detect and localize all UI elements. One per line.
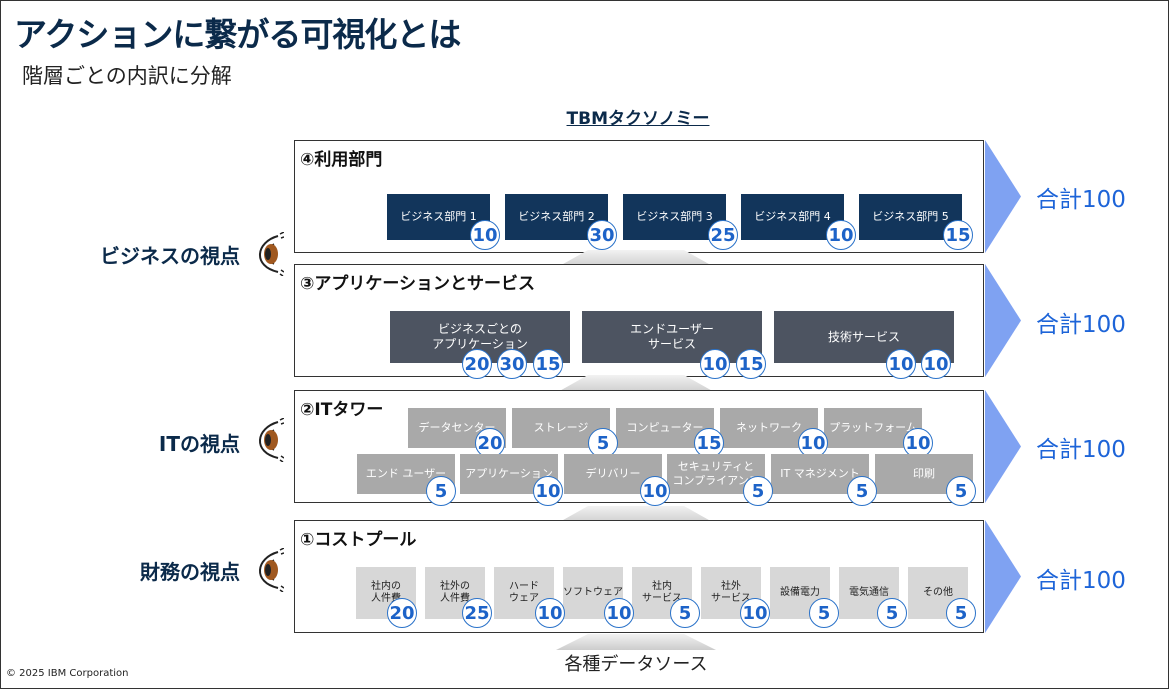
- flow-chevron: [556, 250, 716, 268]
- value-badge: 20: [462, 349, 492, 379]
- layer-label: ①コストプール: [300, 530, 417, 550]
- value-badge: 15: [943, 220, 973, 250]
- value-badge: 15: [533, 349, 563, 379]
- eye-icon: [259, 418, 284, 462]
- data-source-label: 各種データソース: [564, 654, 708, 675]
- value-badge: 25: [462, 598, 492, 628]
- flow-chevron: [556, 375, 716, 393]
- layer-label: ②ITタワー: [300, 400, 384, 420]
- layer-total: 合計100: [1036, 187, 1126, 213]
- value-badge: 5: [588, 428, 618, 458]
- value-badge: 10: [604, 598, 634, 628]
- slide-title: アクションに繋がる可視化とは: [14, 15, 461, 54]
- layer-total: 合計100: [1036, 568, 1126, 594]
- it-tower-box: セキュリティと コンプライアンス: [667, 454, 765, 494]
- value-badge: 5: [743, 476, 773, 506]
- value-badge: 30: [497, 349, 527, 379]
- value-badge: 10: [886, 349, 916, 379]
- viewpoint-business-label: ビジネスの視点: [100, 244, 240, 268]
- value-badge: 20: [387, 598, 417, 628]
- layer-label: ④利用部門: [300, 150, 383, 170]
- flow-chevron: [556, 634, 716, 650]
- value-badge: 5: [670, 598, 700, 628]
- value-badge: 5: [809, 598, 839, 628]
- value-badge: 5: [946, 598, 976, 628]
- it-tower-box: プラットフォーム: [824, 408, 922, 448]
- value-badge: 5: [847, 476, 877, 506]
- cost-pool-box: 社外の 人件費: [425, 567, 485, 619]
- eye-icon: [259, 548, 284, 592]
- layer-label: ③アプリケーションとサービス: [300, 274, 536, 294]
- it-tower-box: アプリケーション: [460, 454, 558, 494]
- value-badge: 10: [533, 476, 563, 506]
- taxonomy-heading: TBMタクソノミー: [566, 109, 710, 129]
- copyright-text: © 2025 IBM Corporation: [6, 668, 129, 679]
- value-badge: 5: [877, 598, 907, 628]
- flow-chevron: [556, 506, 716, 524]
- value-badge: 10: [535, 598, 565, 628]
- value-badge: 25: [708, 220, 738, 250]
- value-badge: 10: [798, 428, 828, 458]
- it-tower-box: ストレージ: [512, 408, 610, 448]
- layer-total: 合計100: [1036, 437, 1126, 463]
- value-badge: 10: [826, 220, 856, 250]
- it-tower-box: ネットワーク: [720, 408, 818, 448]
- value-badge: 5: [946, 476, 976, 506]
- value-badge: 10: [700, 349, 730, 379]
- it-tower-box: デリバリー: [564, 454, 662, 494]
- eye-icon: [259, 232, 284, 276]
- viewpoint-it-label: ITの視点: [158, 432, 240, 456]
- slide-subtitle: 階層ごとの内訳に分解: [22, 64, 232, 88]
- value-badge: 10: [903, 428, 933, 458]
- layer-total: 合計100: [1036, 312, 1126, 338]
- viewpoint-finance-label: 財務の視点: [140, 560, 240, 584]
- value-badge: 10: [921, 349, 951, 379]
- cost-pool-box: 設備電力: [770, 567, 830, 619]
- value-badge: 15: [736, 349, 766, 379]
- value-badge: 30: [587, 220, 617, 250]
- service-box: エンドユーザー サービス: [582, 311, 762, 363]
- value-badge: 10: [470, 220, 500, 250]
- value-badge: 5: [426, 476, 456, 506]
- value-badge: 20: [475, 428, 505, 458]
- value-badge: 10: [740, 598, 770, 628]
- value-badge: 10: [640, 476, 670, 506]
